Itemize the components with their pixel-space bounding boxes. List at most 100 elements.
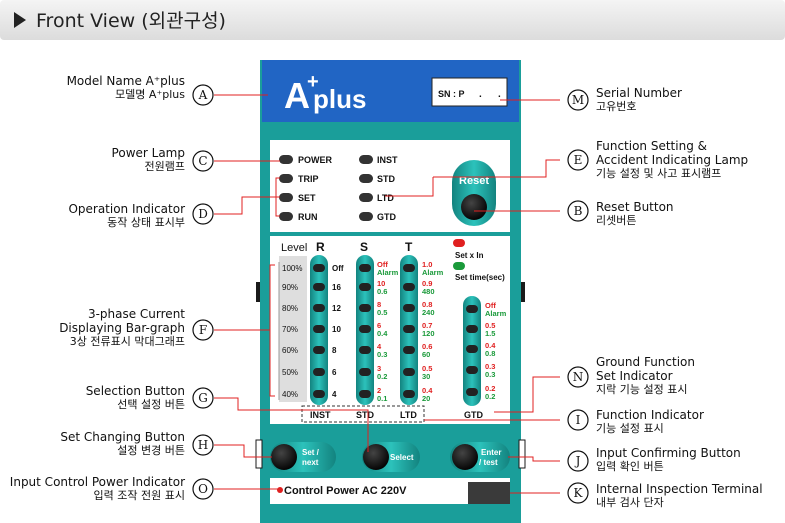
callout-i-line1: Function Indicator (596, 408, 704, 422)
callout-k-line2: 내부 검사 단자 (596, 496, 664, 509)
callout-letter-j: J (574, 454, 581, 468)
callout-g-line1: Selection Button (85, 384, 185, 398)
callout-line-h (214, 444, 272, 458)
play-triangle-icon (14, 12, 26, 28)
bar-t-value-b: 480 (422, 287, 435, 296)
callout-f-line1: 3-phase Current (87, 307, 185, 321)
bar-t-value-b: 120 (422, 329, 435, 338)
callout-g-text: Selection Button 선택 설정 버튼 (86, 384, 185, 412)
callout-c-line2: 전원램프 (144, 160, 185, 173)
enter-test-label-2: / test (479, 458, 498, 467)
callout-e-text: Function Setting & Accident Indicating L… (596, 139, 748, 181)
bar-s-value-b: 0.3 (377, 350, 387, 359)
callout-marker-a (192, 84, 214, 106)
bar-r-led (313, 346, 325, 354)
power-indicator-led (277, 487, 283, 493)
callout-i-line2: 기능 설정 표시 (596, 422, 664, 435)
bar-gtd-value-b: 0.2 (485, 392, 495, 401)
callout-d-line1: Operation Indicator (68, 202, 185, 216)
callout-c-line1: Power Lamp (111, 146, 185, 160)
enter-test-button[interactable] (452, 444, 478, 470)
phase-r-label: R (316, 240, 325, 254)
bar-r-value: 6 (332, 368, 337, 377)
logo-plus-sup: + (307, 71, 319, 93)
bar-s-value-a: 4 (377, 342, 382, 351)
callout-marker-k (567, 482, 589, 504)
lamp-ltd-label: LTD (377, 193, 394, 203)
bar-s-value-a: 2 (377, 386, 381, 395)
reset-label: Reset (459, 175, 489, 187)
callout-e-line1: Function Setting & (596, 139, 707, 153)
bar-r-led (313, 304, 325, 312)
bar-gtd-value-b: 0.8 (485, 349, 495, 358)
bar-t-led (403, 346, 415, 354)
bar-t-value-b: 20 (422, 394, 430, 403)
bar-t-value-b: 30 (422, 372, 430, 381)
callout-e-line3: 기능 설정 및 사고 표시램프 (596, 167, 722, 180)
legend-green-led (453, 262, 465, 270)
callout-letter-c: C (198, 154, 207, 168)
callout-marker-b (567, 200, 589, 222)
bar-t-led (403, 283, 415, 291)
callout-letter-g: G (198, 391, 208, 405)
bar-s-value-a: 6 (377, 321, 381, 330)
bar-gtd-value-b: Alarm (485, 309, 507, 318)
callout-h-line1: Set Changing Button (60, 430, 185, 444)
bar-t-value-a: 0.7 (422, 321, 432, 330)
bar-t-led (403, 325, 415, 333)
bar-s-value-b: 0.5 (377, 308, 387, 317)
bar-r-led (313, 368, 325, 376)
bar-s-value-a: Off (377, 260, 388, 269)
callout-j-line2: 입력 확인 버튼 (596, 460, 664, 473)
bar-s-value-a: 10 (377, 279, 385, 288)
bar-t-value-a: 1.0 (422, 260, 432, 269)
level-value: 40% (282, 390, 298, 399)
callout-letter-d: D (198, 207, 208, 221)
callout-m-line2: 고유번호 (596, 100, 637, 113)
bar-t-led (403, 390, 415, 398)
bar-gtd-value-a: Off (485, 301, 496, 310)
callout-line-f (214, 264, 275, 397)
bar-r-led (313, 283, 325, 291)
bar-s-led (359, 368, 371, 376)
side-clip-right-top (521, 282, 525, 302)
lamp-std-label: STD (377, 174, 396, 184)
lamp-power-label: POWER (298, 155, 333, 165)
bar-gtd-value-a: 0.4 (485, 341, 496, 350)
callout-marker-e (567, 149, 589, 171)
callout-marker-h (192, 434, 214, 456)
bar-s-led (359, 346, 371, 354)
lamp-trip-label: TRIP (298, 174, 319, 184)
bar-gtd-value-b: 1.5 (485, 329, 495, 338)
callout-marker-f (192, 319, 214, 341)
callout-marker-m (567, 89, 589, 111)
level-value: 90% (282, 283, 298, 292)
set-next-button[interactable] (271, 444, 297, 470)
select-label: Select (390, 453, 414, 462)
callout-o-text: Input Control Power Indicator 입력 조작 전원 표… (10, 475, 185, 503)
callout-line-d (214, 196, 280, 215)
callout-letter-n: N (573, 370, 584, 384)
serial-prefix: SN : P (438, 89, 465, 99)
select-button[interactable] (363, 444, 389, 470)
bar-s-led (359, 325, 371, 333)
callout-o-line2: 입력 조작 전원 표시 (93, 489, 185, 502)
bar-t-value-b: 240 (422, 308, 435, 317)
page-title: Front View (외관구성) (36, 10, 226, 32)
bar-t-value-a: 0.8 (422, 300, 432, 309)
callout-n-line2: Set Indicator (596, 369, 673, 383)
lamp-gtd-label: GTD (377, 212, 396, 222)
callout-o-line1: Input Control Power Indicator (9, 475, 185, 489)
bar-r-value: Off (332, 264, 344, 273)
callout-j-text: Input Confirming Button 입력 확인 버튼 (596, 446, 741, 474)
callout-marker-i (567, 409, 589, 431)
bar-t-led (403, 304, 415, 312)
callout-n-line1: Ground Function (596, 355, 695, 369)
bar-s-value-a: 3 (377, 364, 381, 373)
power-text: Control Power AC 220V (284, 485, 407, 497)
level-value: 60% (282, 346, 298, 355)
lamp-trip-led (279, 174, 293, 183)
reset-button[interactable] (461, 194, 487, 220)
